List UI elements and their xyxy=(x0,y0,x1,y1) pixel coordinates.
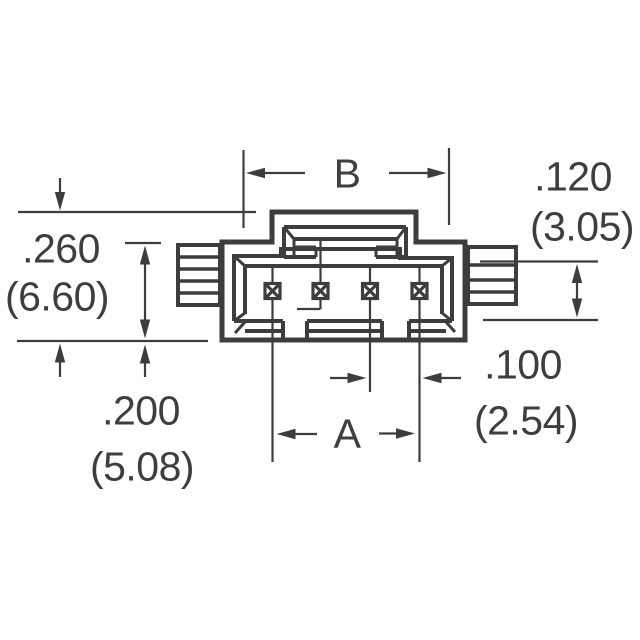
arrow-down-icon xyxy=(571,298,583,318)
pin-4 xyxy=(410,281,429,301)
dim-260-graphics xyxy=(17,178,256,377)
dim-100-graphics xyxy=(330,372,461,384)
dim-b-label: B xyxy=(333,150,361,197)
arrow-right-icon xyxy=(427,167,447,179)
dim-260-mm-label: (6.60) xyxy=(4,273,110,320)
left-flange xyxy=(176,243,222,307)
dim-100-mm-label: (2.54) xyxy=(473,397,579,444)
dim-200-mm-label: (5.08) xyxy=(89,443,195,490)
arrow-left-icon xyxy=(246,167,265,179)
arrow-down-icon xyxy=(54,192,66,211)
polarization-bridge xyxy=(282,225,408,259)
pin-2 xyxy=(311,281,330,301)
dim-260-inch-label: .260 xyxy=(22,225,100,272)
pin-contacts xyxy=(263,281,429,301)
arrow-left-icon xyxy=(276,428,296,440)
pin-3 xyxy=(360,281,380,301)
dim-a-graphics xyxy=(276,428,415,440)
pin-1 xyxy=(263,281,282,301)
dim-200-inch-label: .200 xyxy=(102,387,180,434)
dim-100-inch-label: .100 xyxy=(484,341,562,388)
arrow-right-icon xyxy=(347,372,367,384)
arrow-up-icon xyxy=(139,245,151,265)
dim-a-label: A xyxy=(333,410,361,457)
arrow-right-icon xyxy=(396,428,415,439)
arrow-up-icon xyxy=(54,343,66,363)
arrow-up-icon xyxy=(139,344,151,364)
dim-200-graphics xyxy=(125,241,161,377)
dim-120-inch-label: .120 xyxy=(534,153,612,200)
dim-120-mm-label: (3.05) xyxy=(529,203,635,250)
arrow-left-icon xyxy=(422,372,442,384)
arrow-up-icon xyxy=(571,264,583,283)
right-flange xyxy=(466,245,518,306)
dim-120-graphics xyxy=(480,260,598,322)
dim-b-graphics xyxy=(242,148,451,228)
arrow-down-icon xyxy=(139,319,151,339)
